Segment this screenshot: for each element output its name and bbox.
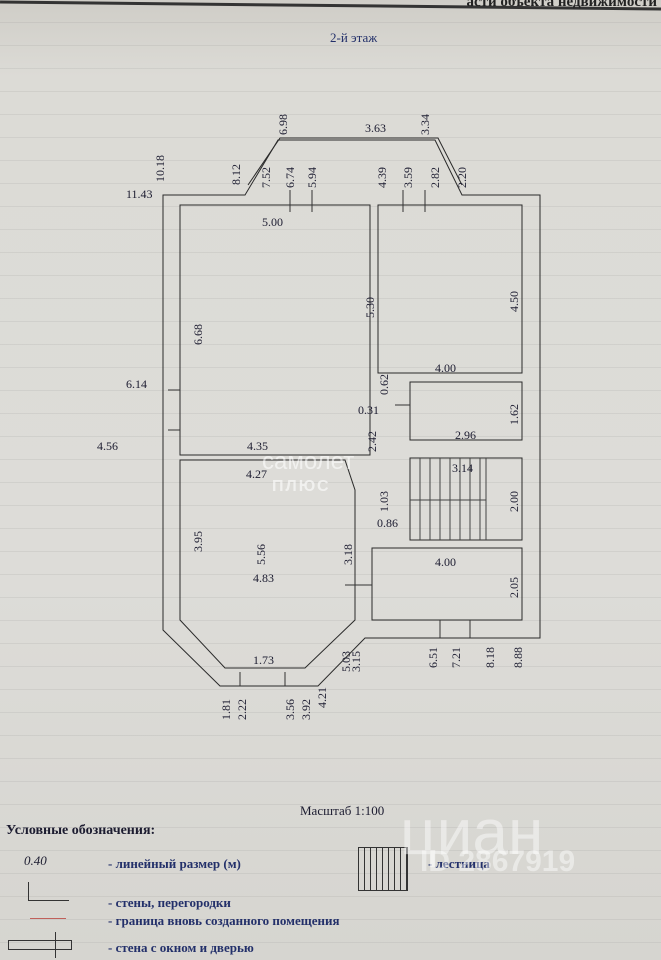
- dim-label: 3.56: [283, 699, 297, 720]
- room-bottom-left: [179, 459, 356, 669]
- dim-label: 2.22: [235, 699, 249, 720]
- bay-dimension: [247, 137, 463, 186]
- legend-walls: - стены, перегородки: [108, 895, 231, 910]
- dim-label: 3.15: [349, 651, 363, 672]
- dim-label: 2.82: [428, 167, 442, 188]
- dim-label: 4.50: [507, 291, 521, 312]
- floor-title: 2-й этаж: [330, 30, 378, 45]
- dim-label: 5.00: [262, 215, 283, 229]
- dim-label: 5.56: [254, 544, 268, 565]
- dim-label: 2.96: [455, 428, 476, 442]
- dim-label: 8.18: [483, 647, 497, 668]
- dim-label: 3.18: [341, 544, 355, 565]
- dim-label: 0.86: [377, 516, 398, 530]
- dim-label: 0.31: [358, 403, 379, 417]
- dim-label: 2.05: [507, 577, 521, 598]
- legend-window-door: - стена с окном и дверью: [108, 940, 254, 955]
- dim-label: 7.52: [259, 167, 273, 188]
- dim-label: 6.68: [191, 324, 205, 345]
- dim-label: 6.98: [276, 114, 290, 135]
- legend-stairs: - лестница: [428, 856, 490, 871]
- dim-label: 4.83: [253, 571, 274, 585]
- samolet-watermark: самолет: [262, 448, 355, 475]
- stairs: [410, 458, 487, 540]
- legend-wall-icon: [28, 882, 69, 901]
- dim-label: 4.27: [246, 467, 267, 481]
- dim-label: 1.03: [377, 491, 391, 512]
- dim-label: 5.94: [305, 167, 319, 188]
- room-top-right: [377, 204, 523, 374]
- cian-watermark: циан: [400, 796, 544, 868]
- dim-label: 10.18: [153, 155, 167, 182]
- dim-label: 5.03: [339, 651, 353, 672]
- dim-label: 3.14: [452, 461, 473, 475]
- dim-label: 5.30: [363, 297, 377, 318]
- dim-label: 6.14: [126, 377, 147, 391]
- windows: [168, 190, 471, 686]
- dim-label: 1.81: [219, 699, 233, 720]
- legend-door-mark: [55, 932, 56, 958]
- legend-linear-size: - линейный размер (м): [108, 856, 241, 871]
- dim-label: 11.43: [126, 187, 153, 201]
- room-top-left: [179, 204, 371, 456]
- stair-hall: [409, 457, 523, 541]
- dim-label: 6.51: [426, 647, 440, 668]
- cian-id-watermark: ID 2867919: [420, 845, 576, 878]
- dim-label: 4.35: [247, 439, 268, 453]
- dim-label: 4.56: [97, 439, 118, 453]
- dim-label: 8.12: [229, 164, 243, 185]
- outer-wall: [162, 139, 541, 687]
- dim-label: 0.62: [377, 374, 391, 395]
- legend-sample-dimension: 0.40: [24, 853, 47, 868]
- plus-watermark: ПЛЮС: [272, 478, 331, 495]
- dim-label: 8.88: [511, 647, 525, 668]
- floor-plan: 6.98 3.63 3.34 10.18 8.12 7.52 6.74 5.94…: [97, 114, 541, 720]
- legend-boundary: - граница вновь созданного помещения: [108, 913, 340, 928]
- room-middle: [409, 381, 523, 441]
- dim-label: 2.00: [507, 491, 521, 512]
- dim-label: 4.00: [435, 361, 456, 375]
- scale-label: Масштаб 1:100: [300, 803, 385, 818]
- dim-label: 1.73: [253, 653, 274, 667]
- dim-label: 6.74: [283, 167, 297, 188]
- dim-label: 3.63: [365, 121, 386, 135]
- dim-label: 3.92: [299, 699, 313, 720]
- dim-label: 4.00: [435, 555, 456, 569]
- dim-label: 4.21: [315, 687, 329, 708]
- legend-boundary-line: [30, 918, 66, 919]
- dim-label: 3.95: [191, 531, 205, 552]
- legend-window-door-icon: [8, 940, 72, 950]
- dim-label: 7.21: [449, 647, 463, 668]
- dim-label: 2.42: [365, 431, 379, 452]
- legend-stairs-icon: [358, 847, 408, 891]
- dim-label: 2.20: [455, 167, 469, 188]
- dim-label: 3.59: [401, 167, 415, 188]
- legend-title: Условные обозначения:: [6, 823, 156, 838]
- dim-label: 4.39: [375, 167, 389, 188]
- dim-label: 1.62: [507, 404, 521, 425]
- document-header: асти объекта недвижимости: [466, 0, 657, 10]
- room-bottom-right: [371, 547, 523, 621]
- dim-label: 3.34: [418, 114, 432, 135]
